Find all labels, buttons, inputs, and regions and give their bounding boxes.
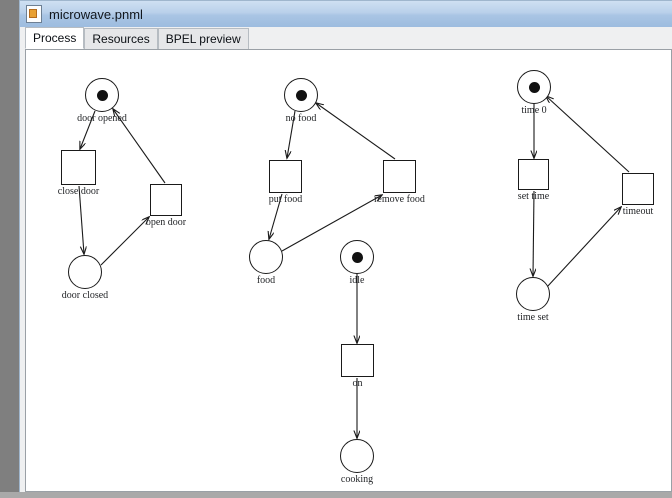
label-set_time: set time (517, 191, 550, 202)
document-icon (26, 5, 42, 23)
transition-close_door[interactable] (61, 150, 96, 185)
label-time_0: time 0 (521, 105, 547, 116)
label-remove_food: remove food (374, 194, 425, 205)
arc-timeout-to-time_0[interactable] (546, 96, 630, 173)
transition-on[interactable] (341, 344, 374, 377)
arc-close_door-to-door_closed[interactable] (78, 185, 84, 254)
label-put_food: put food (268, 194, 303, 205)
application-window: microwave.pnml Process Resources BPEL pr… (19, 0, 672, 492)
label-time_set: time set (517, 312, 549, 323)
token-no_food (295, 89, 307, 101)
transition-put_food[interactable] (269, 160, 302, 193)
tab-process[interactable]: Process (25, 27, 85, 49)
arc-no_food-to-put_food[interactable] (287, 110, 296, 158)
place-door_closed[interactable] (68, 255, 102, 289)
arc-open_door-to-door_opened[interactable] (113, 109, 166, 184)
label-no_food: no food (285, 113, 317, 124)
label-door_closed: door closed (61, 290, 109, 301)
token-door_opened (96, 89, 108, 101)
label-on: on (352, 378, 363, 389)
label-cooking: cooking (340, 474, 374, 485)
arc-time_set-to-timeout[interactable] (546, 207, 621, 288)
transition-remove_food[interactable] (383, 160, 416, 193)
arc-set_time-to-time_set[interactable] (533, 190, 534, 276)
label-door_opened: door opened (77, 113, 127, 124)
tab-bar: Process Resources BPEL preview (20, 27, 672, 49)
petri-net-canvas[interactable]: door opened door closed no food food idle coo… (25, 49, 672, 492)
arc-door_opened-to-close_door[interactable] (80, 110, 96, 149)
label-food: food (256, 275, 276, 286)
taskbar-strip (0, 492, 672, 498)
arc-food-to-remove_food[interactable] (281, 195, 382, 252)
label-idle: idle (349, 275, 365, 286)
label-open_door: open door (145, 217, 187, 228)
token-idle (351, 251, 363, 263)
transition-open_door[interactable] (150, 184, 182, 216)
token-time_0 (528, 81, 540, 93)
transition-set_time[interactable] (518, 159, 549, 190)
label-close_door: close door (57, 186, 100, 197)
arc-put_food-to-food[interactable] (269, 193, 283, 239)
tab-resources[interactable]: Resources (84, 28, 158, 49)
place-time_set[interactable] (516, 277, 550, 311)
window-titlebar[interactable]: microwave.pnml (20, 1, 672, 27)
window-title: microwave.pnml (49, 6, 143, 22)
arc-layer (78, 50, 630, 492)
arc-door_closed-to-open_door[interactable] (100, 217, 149, 266)
transition-timeout[interactable] (622, 173, 654, 205)
petri-net-diagram: door opened door closed no food food idle coo… (26, 50, 671, 491)
arc-remove_food-to-no_food[interactable] (316, 103, 396, 160)
place-food[interactable] (249, 240, 283, 274)
place-cooking[interactable] (340, 439, 374, 473)
label-timeout: timeout (622, 206, 654, 217)
tab-bpel-preview[interactable]: BPEL preview (157, 28, 249, 49)
